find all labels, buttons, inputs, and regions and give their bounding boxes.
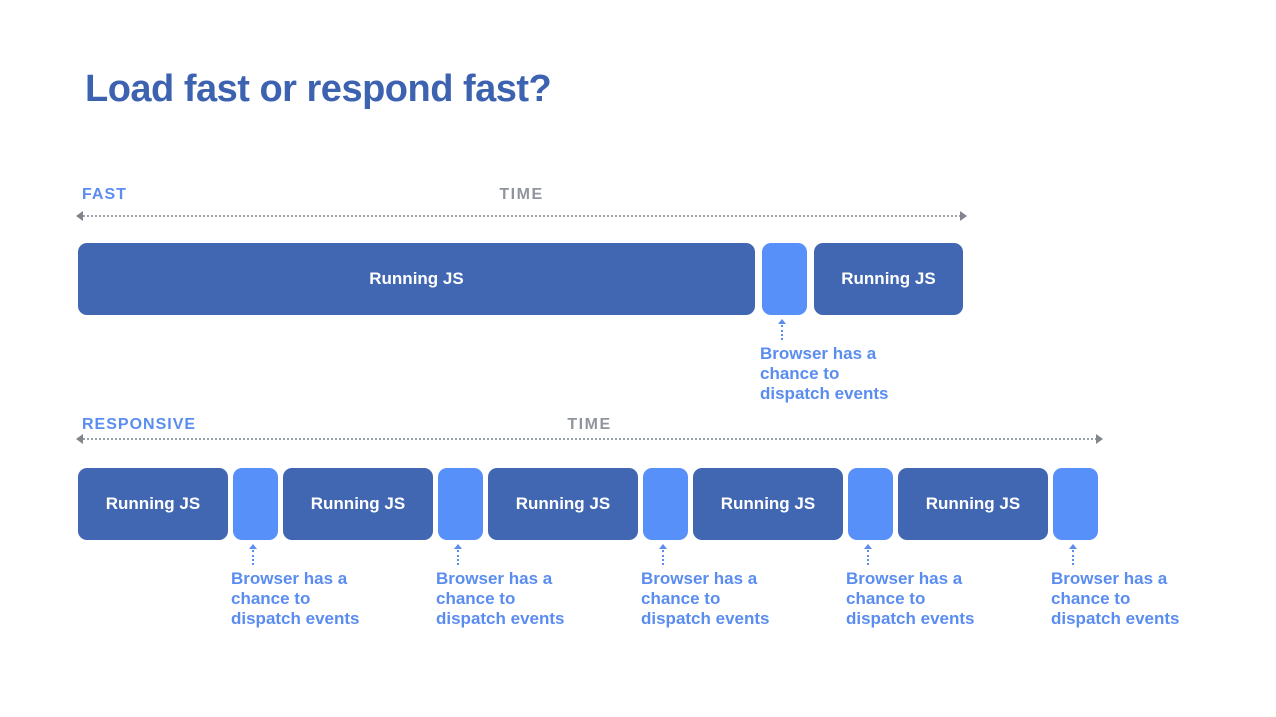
- annotation-line: Browser has a: [436, 569, 553, 588]
- up-arrow-icon: [777, 319, 787, 340]
- running-js-block: Running JS: [78, 243, 755, 315]
- running-js-block: Running JS: [693, 468, 843, 540]
- annotation-line: Browser has a: [231, 569, 348, 588]
- slide-title: Load fast or respond fast?: [85, 68, 552, 110]
- idle-annotation: Browser has a chance to dispatch events: [846, 544, 1018, 629]
- annotation-line: chance to: [641, 589, 721, 608]
- running-js-label: Running JS: [369, 269, 464, 288]
- annotation-line: chance to: [231, 589, 311, 608]
- running-js-label: Running JS: [515, 494, 611, 513]
- annotation-line: Browser has a: [760, 344, 877, 363]
- up-arrow-icon: [658, 544, 668, 565]
- annotation-line: dispatch events: [231, 609, 360, 628]
- running-js-block: Running JS: [78, 468, 228, 540]
- fast-section-label: FAST: [82, 186, 127, 203]
- browser-idle-block: Browser has a chance to dispatch events: [231, 468, 360, 628]
- up-arrow-icon: [248, 544, 258, 565]
- idle-annotation: Browser has a chance to dispatch events: [231, 544, 403, 629]
- axis-arrow-right-icon: [960, 211, 967, 221]
- annotation-line: dispatch events: [436, 609, 565, 628]
- browser-idle-block: Browser has a chance to dispatch events: [760, 243, 889, 403]
- annotation-line: dispatch events: [641, 609, 770, 628]
- browser-idle-block: Browser has a chance to dispatch events: [436, 468, 565, 628]
- running-js-label: Running JS: [925, 494, 1021, 513]
- axis-arrow-right-icon: [1096, 434, 1103, 444]
- annotation-line: dispatch events: [1051, 609, 1180, 628]
- idle-annotation: Browser has a chance to dispatch events: [641, 544, 813, 629]
- responsive-blocks-row: Running JS Browser has a chance to dispa…: [78, 468, 1180, 628]
- annotation-line: chance to: [846, 589, 926, 608]
- running-js-label: Running JS: [310, 494, 406, 513]
- annotation-line: chance to: [1051, 589, 1131, 608]
- annotation-line: Browser has a: [641, 569, 758, 588]
- fast-time-label: TIME: [499, 186, 544, 203]
- browser-idle-block: Browser has a chance to dispatch events: [641, 468, 770, 628]
- annotation-line: Browser has a: [1051, 569, 1168, 588]
- annotation-line: chance to: [760, 364, 840, 383]
- axis-arrow-left-icon: [76, 211, 83, 221]
- up-arrow-icon: [1068, 544, 1078, 565]
- annotation-line: Browser has a: [846, 569, 963, 588]
- up-arrow-icon: [453, 544, 463, 565]
- fast-blocks-row: Running JS Browser has a chance to dispa…: [78, 243, 963, 403]
- axis-arrow-left-icon: [76, 434, 83, 444]
- fast-timeline-axis: [76, 211, 967, 221]
- running-js-label: Running JS: [720, 494, 816, 513]
- up-arrow-icon: [863, 544, 873, 565]
- idle-annotation: Browser has a chance to dispatch events: [760, 319, 932, 404]
- running-js-label: Running JS: [841, 269, 936, 288]
- responsive-section-label: RESPONSIVE: [82, 416, 197, 433]
- running-js-block: Running JS: [898, 468, 1048, 540]
- running-js-block: Running JS: [814, 243, 963, 315]
- browser-idle-block: Browser has a chance to dispatch events: [846, 468, 975, 628]
- responsive-timeline-axis: [76, 434, 1103, 444]
- running-js-block: Running JS: [283, 468, 433, 540]
- idle-annotation: Browser has a chance to dispatch events: [1051, 544, 1223, 629]
- responsive-time-label: TIME: [567, 416, 612, 433]
- annotation-line: dispatch events: [760, 384, 889, 403]
- running-js-block: Running JS: [488, 468, 638, 540]
- annotation-line: chance to: [436, 589, 516, 608]
- annotation-line: dispatch events: [846, 609, 975, 628]
- idle-annotation: Browser has a chance to dispatch events: [436, 544, 608, 629]
- running-js-label: Running JS: [105, 494, 201, 513]
- browser-idle-block: Browser has a chance to dispatch events: [1051, 468, 1180, 628]
